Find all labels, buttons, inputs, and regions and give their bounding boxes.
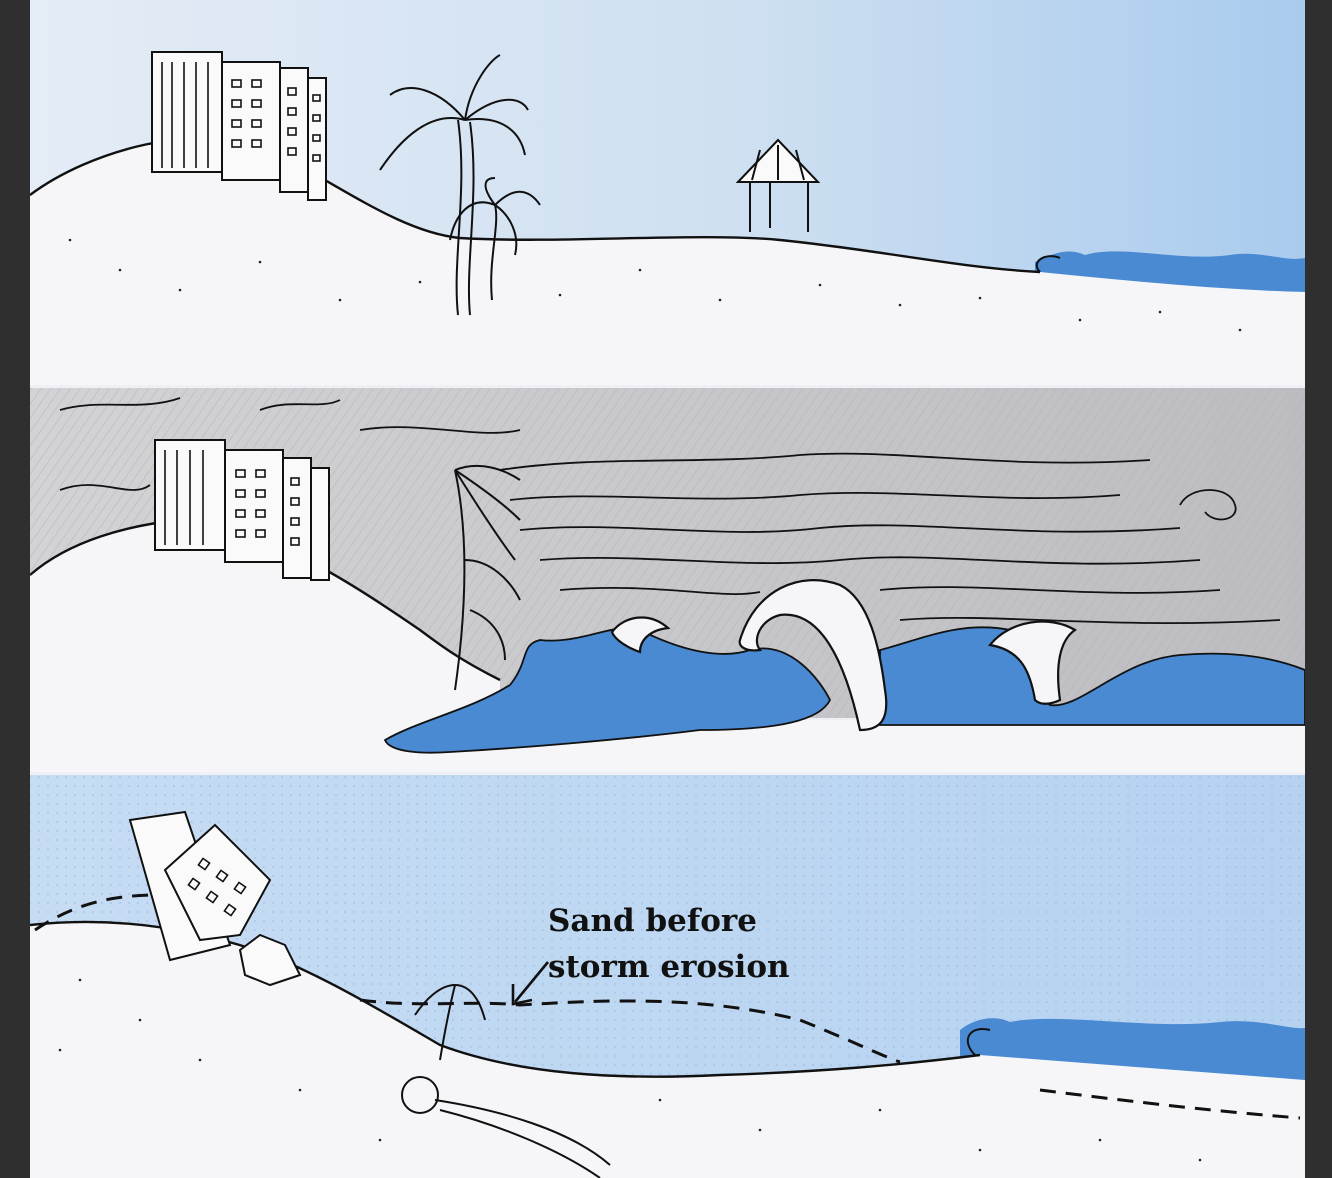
panel-calm-beach [30, 0, 1305, 385]
erosion-annotation-label: Sand before storm erosion [548, 898, 790, 990]
annotation-line-2: storm erosion [548, 944, 790, 990]
left-frame-bar [0, 0, 30, 1178]
panel-storm-surge [30, 388, 1305, 772]
annotation-line-1: Sand before [548, 898, 790, 944]
right-frame-bar [1305, 0, 1332, 1178]
